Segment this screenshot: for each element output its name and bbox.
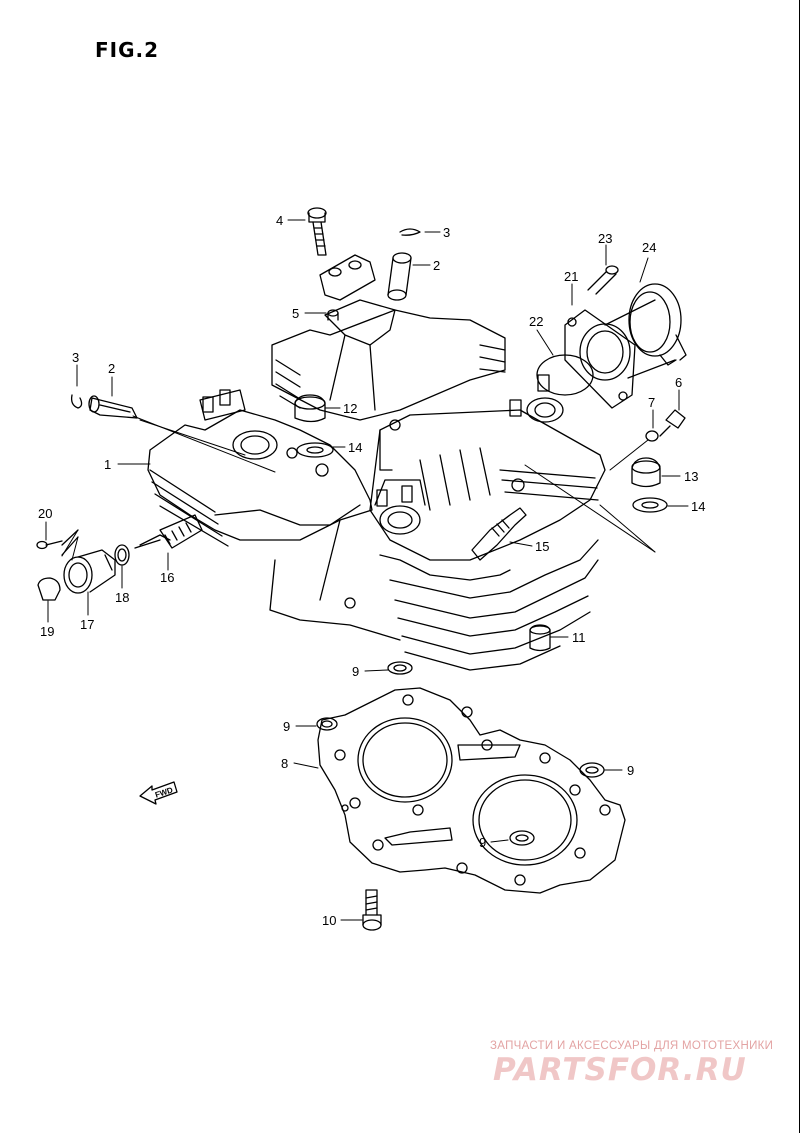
callout-4-top: 4 (276, 213, 283, 228)
callout-11: 11 (572, 630, 586, 645)
left-dowel-assembly (70, 394, 138, 419)
callout-19: 19 (40, 624, 54, 639)
intake-assembly (536, 265, 687, 409)
fwd-arrow-icon: FWD (139, 781, 178, 805)
leader-lines (45, 219, 689, 921)
callout-3-top: 3 (443, 225, 450, 240)
callout-14-right: 14 (691, 499, 705, 514)
callout-9-d: 9 (479, 835, 486, 850)
callout-13: 13 (684, 469, 698, 484)
callout-8: 8 (281, 756, 288, 771)
cylinder-head (147, 299, 606, 671)
callout-7: 7 (648, 395, 655, 410)
callout-17: 17 (80, 617, 94, 632)
callout-22: 22 (529, 314, 543, 329)
callout-numbers: 4 3 2 23 24 21 5 22 3 2 6 12 7 14 1 13 1… (38, 213, 705, 928)
bolt-10 (362, 889, 382, 931)
callout-24: 24 (642, 240, 656, 255)
callout-1: 1 (104, 457, 111, 472)
callout-9-c: 9 (627, 763, 634, 778)
watermark-tagline: ЗАПЧАСТИ И АКСЕССУАРЫ ДЛЯ МОТОТЕХНИКИ (490, 1040, 774, 1052)
callout-21: 21 (564, 269, 578, 284)
callout-14-mid: 14 (348, 440, 362, 455)
callout-15: 15 (535, 539, 549, 554)
callout-18: 18 (115, 590, 129, 605)
callout-10: 10 (322, 913, 336, 928)
callout-2-top: 2 (433, 258, 440, 273)
tachometer-drive (36, 514, 203, 601)
figure-title: FIG.2 (95, 38, 160, 62)
callout-20: 20 (38, 506, 52, 521)
head-gasket (317, 687, 626, 894)
watermark-brand-logo: PARTSFOR.RU (493, 1052, 747, 1088)
callout-9-b: 9 (283, 719, 290, 734)
callout-2-left: 2 (108, 361, 115, 376)
callout-16: 16 (160, 570, 174, 585)
callout-6: 6 (675, 375, 682, 390)
callout-12: 12 (343, 401, 357, 416)
callout-9-a: 9 (352, 664, 359, 679)
callout-3-left: 3 (72, 350, 79, 365)
cam-cap-assembly (307, 207, 421, 321)
nuts-and-washers (294, 394, 686, 513)
callout-23: 23 (598, 231, 612, 246)
callout-5: 5 (292, 306, 299, 321)
